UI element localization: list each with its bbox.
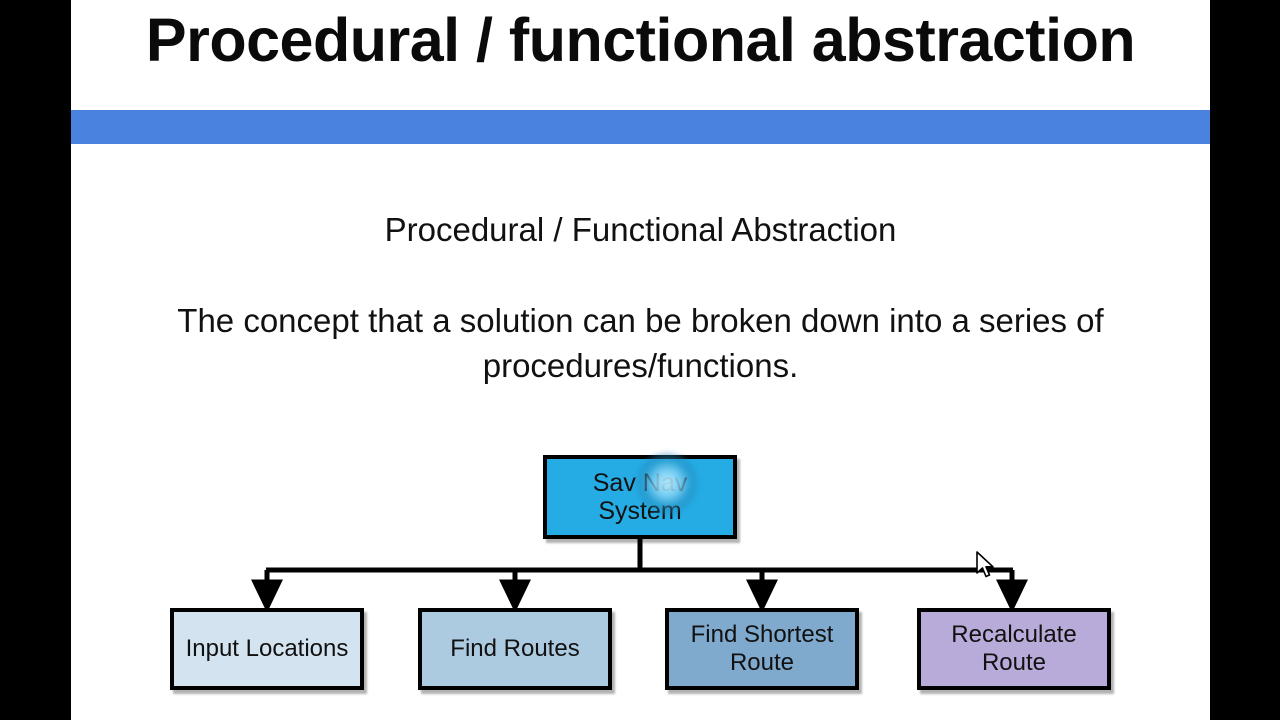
mouse-pointer-icon <box>976 551 994 578</box>
diagram-node-recalculate-route[interactable]: Recalculate Route <box>917 608 1111 690</box>
slide-canvas: Procedural / functional abstraction Proc… <box>71 0 1210 720</box>
page-title: Procedural / functional abstraction <box>145 6 1136 74</box>
diagram-node-input-locations[interactable]: Input Locations <box>170 608 364 690</box>
diagram-node-find-routes[interactable]: Find Routes <box>418 608 612 690</box>
slide-subheading: Procedural / Functional Abstraction <box>384 211 897 248</box>
letterbox-right <box>1210 0 1280 720</box>
procedural-abstraction-diagram: Sav Nav System Input Locations Find Rout… <box>71 0 1210 720</box>
diagram-node-find-routes-label: Find Routes <box>450 635 580 662</box>
diagram-node-root-label: Sav Nav System <box>592 469 688 525</box>
diagram-node-find-shortest-route[interactable]: Find Shortest Route <box>665 608 859 690</box>
letterbox-left <box>0 0 71 720</box>
diagram-node-find-shortest-route-label: Find Shortest Route <box>690 621 834 676</box>
diagram-node-input-locations-label: Input Locations <box>185 635 349 662</box>
diagram-node-root[interactable]: Sav Nav System <box>543 455 737 539</box>
accent-divider <box>71 110 1210 144</box>
slide-body-text: The concept that a solution can be broke… <box>177 302 1104 384</box>
diagram-node-recalculate-route-label: Recalculate Route <box>951 621 1077 676</box>
